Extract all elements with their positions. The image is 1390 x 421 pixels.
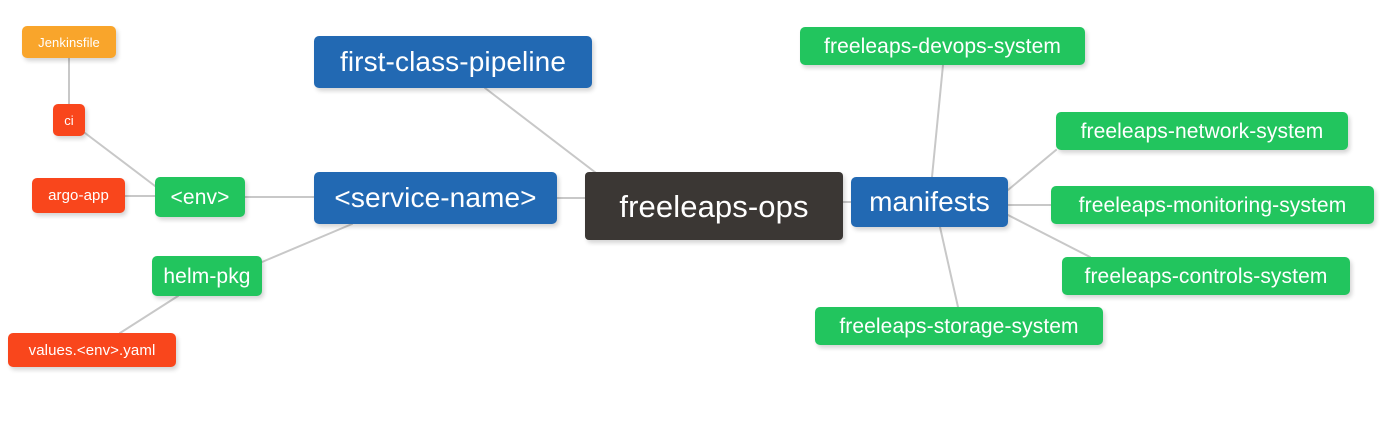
node-service-name[interactable]: <service-name> — [314, 172, 557, 224]
edge-manifests-to-freeleaps-network-system — [1007, 149, 1057, 191]
node-root[interactable]: freeleaps-ops — [585, 172, 843, 240]
edge-helm-pkg-to-values-env-yaml — [119, 295, 179, 334]
node-freeleaps-storage-system[interactable]: freeleaps-storage-system — [815, 307, 1103, 345]
node-helm-pkg[interactable]: helm-pkg — [152, 256, 262, 296]
node-freeleaps-monitoring-system[interactable]: freeleaps-monitoring-system — [1051, 186, 1374, 224]
node-values-env-yaml[interactable]: values.<env>.yaml — [8, 333, 176, 367]
node-freeleaps-devops-system[interactable]: freeleaps-devops-system — [800, 27, 1085, 65]
node-ci[interactable]: ci — [53, 104, 85, 136]
node-freeleaps-controls-system[interactable]: freeleaps-controls-system — [1062, 257, 1350, 295]
node-env[interactable]: <env> — [155, 177, 245, 217]
node-freeleaps-network-system[interactable]: freeleaps-network-system — [1056, 112, 1348, 150]
node-jenkinsfile[interactable]: Jenkinsfile — [22, 26, 116, 58]
node-first-class-pipeline[interactable]: first-class-pipeline — [314, 36, 592, 88]
edge-service-name-to-helm-pkg — [261, 223, 353, 263]
node-argo-app[interactable]: argo-app — [32, 178, 125, 213]
edge-root-to-first-class-pipeline — [484, 87, 601, 177]
edge-manifests-to-freeleaps-devops-system — [931, 64, 944, 178]
node-manifests[interactable]: manifests — [851, 177, 1008, 227]
edge-manifests-to-freeleaps-storage-system — [939, 226, 959, 308]
